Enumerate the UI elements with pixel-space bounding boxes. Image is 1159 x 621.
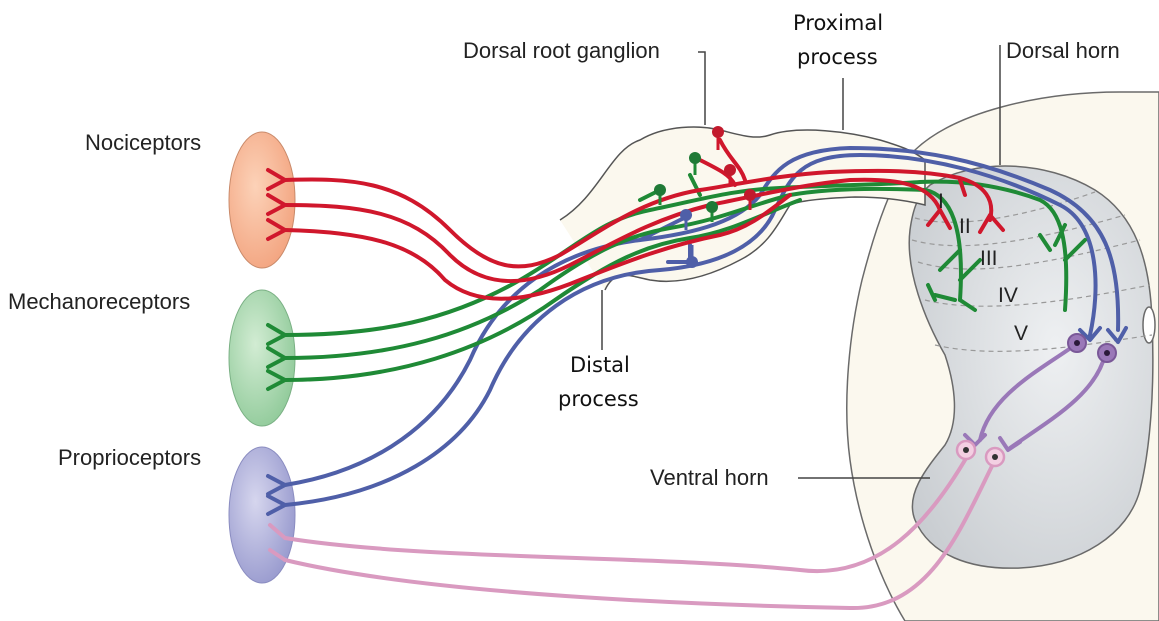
ventral-horn-label: Ventral horn: [650, 465, 769, 490]
dorsal-root-ganglion-label: Dorsal root ganglion: [463, 38, 660, 63]
lamina-II: II: [959, 215, 971, 238]
distal-process-label-line2: process: [558, 387, 639, 411]
mechanoreceptors-label: Mechanoreceptors: [8, 289, 190, 314]
nociceptor-receptor: [229, 132, 295, 268]
proprioceptors-label: Proprioceptors: [58, 445, 201, 470]
central-canal: [1143, 307, 1155, 343]
lamina-III: III: [980, 247, 998, 270]
distal-process-label-line1: Distal: [570, 353, 630, 377]
proprioceptor-receptor: [229, 447, 295, 583]
proximal-process-label-line2: process: [797, 45, 878, 69]
lamina-IV: IV: [998, 284, 1018, 307]
lamina-V: V: [1014, 322, 1028, 345]
dorsal-horn-label: Dorsal horn: [1006, 38, 1120, 63]
nociceptors-label: Nociceptors: [85, 130, 201, 155]
proximal-process-label-line1: Proximal: [793, 11, 883, 35]
lamina-I: I: [938, 190, 944, 213]
